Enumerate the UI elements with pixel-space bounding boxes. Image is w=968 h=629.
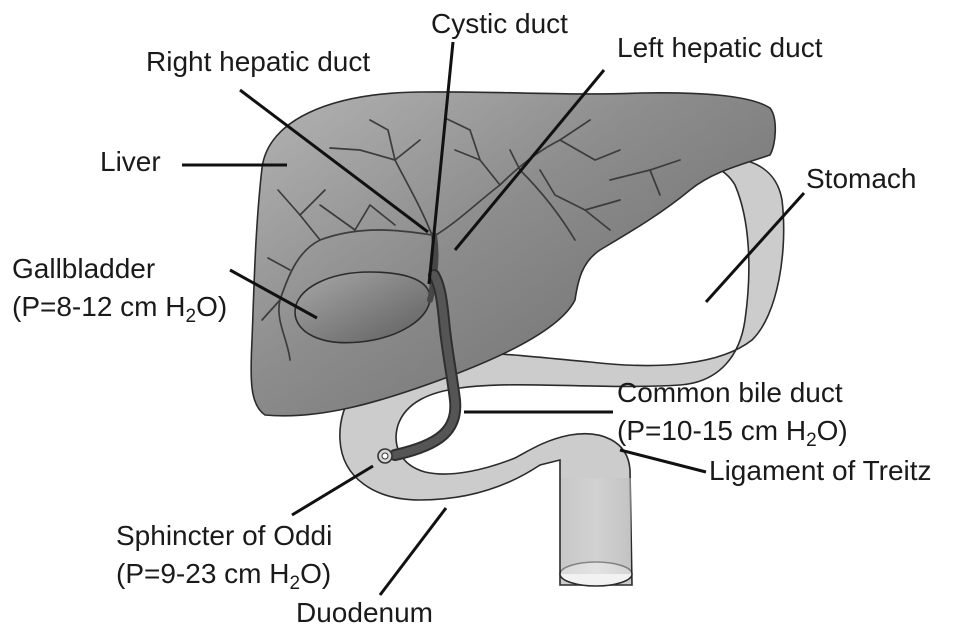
label-stomach: Stomach bbox=[806, 163, 917, 194]
label-left-hepatic-duct: Left hepatic duct bbox=[617, 32, 823, 63]
leader-ligament-of-treitz bbox=[620, 450, 706, 472]
leader-duodenum bbox=[380, 508, 446, 595]
label-liver: Liver bbox=[100, 146, 161, 177]
label-ligament-of-treitz: Ligament of Treitz bbox=[709, 455, 932, 486]
label-sphincter-of-oddi: Sphincter of Oddi bbox=[116, 520, 332, 551]
label-sphincter-pressure: (P=9-23 cm H2O) bbox=[116, 558, 331, 594]
label-common-bile-duct-pressure: (P=10-15 cm H2O) bbox=[617, 415, 848, 451]
label-gallbladder-pressure: (P=8-12 cm H2O) bbox=[12, 291, 227, 327]
sphincter-orifice bbox=[378, 449, 392, 463]
leader-sphincter-of-oddi bbox=[292, 466, 373, 515]
label-duodenum: Duodenum bbox=[296, 597, 433, 628]
label-cystic-duct: Cystic duct bbox=[431, 8, 568, 39]
label-right-hepatic-duct: Right hepatic duct bbox=[146, 46, 370, 77]
label-common-bile-duct: Common bile duct bbox=[617, 377, 843, 408]
label-gallbladder: Gallbladder bbox=[12, 253, 155, 284]
